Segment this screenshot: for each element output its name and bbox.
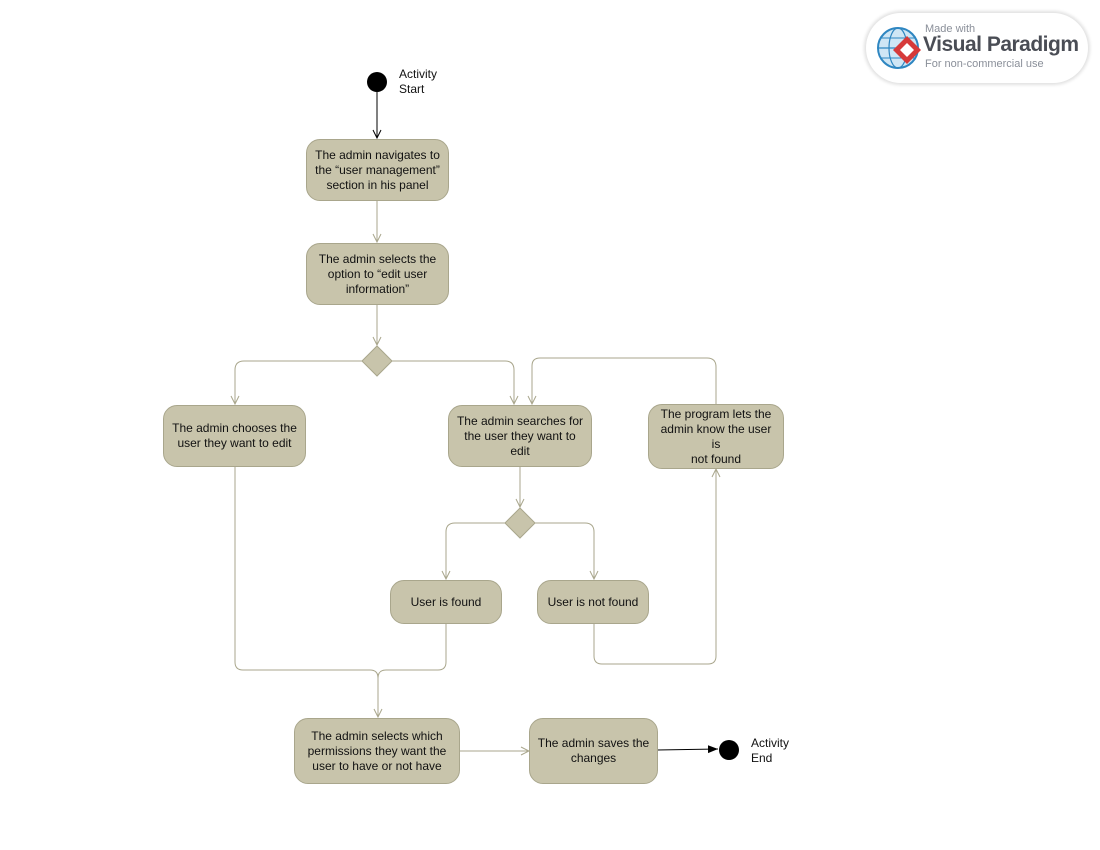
action-save-changes: The admin saves the changes bbox=[529, 718, 658, 784]
flow-notfound-msg-to-search bbox=[532, 357, 717, 404]
action-user-found: User is found bbox=[390, 580, 502, 624]
decision-node-edit-method bbox=[361, 345, 393, 377]
visual-paradigm-logo-icon bbox=[877, 27, 921, 69]
flow-choose-to-permissions bbox=[234, 467, 378, 717]
action-choose-user: The admin chooses the user they want to … bbox=[163, 405, 306, 467]
watermark-brand-name: Visual Paradigm bbox=[923, 33, 1079, 56]
flow-not-found-to-msg bbox=[593, 469, 716, 665]
action-select-edit-user-info: The admin selects the option to “edit us… bbox=[306, 243, 449, 305]
action-select-permissions: The admin selects which permissions they… bbox=[294, 718, 460, 784]
flow-decision-to-search bbox=[392, 360, 514, 404]
action-user-not-found: User is not found bbox=[537, 580, 649, 624]
final-node bbox=[719, 740, 739, 760]
action-search-user: The admin searches for the user they wan… bbox=[448, 405, 592, 467]
action-notify-user-not-found: The program lets the admin know the user… bbox=[648, 404, 784, 469]
watermark-usage-note: For non-commercial use bbox=[925, 58, 1044, 70]
flow-found-to-permissions bbox=[377, 623, 447, 679]
flow-decision-to-found bbox=[446, 522, 505, 579]
action-navigate-user-management: The admin navigates to the “user managem… bbox=[306, 139, 449, 201]
flow-decision-to-choose bbox=[235, 360, 362, 404]
activity-start-label: Activity Start bbox=[399, 67, 438, 96]
initial-node bbox=[367, 72, 387, 92]
flow-save-to-end bbox=[656, 745, 719, 754]
activity-end-label: Activity End bbox=[751, 736, 790, 765]
watermark-made-with: Made with bbox=[925, 23, 976, 35]
decision-node-search-result bbox=[504, 507, 536, 539]
flow-decision-to-not-found bbox=[535, 522, 594, 579]
visual-paradigm-watermark: Made with Visual Paradigm For non-commer… bbox=[866, 13, 1088, 83]
